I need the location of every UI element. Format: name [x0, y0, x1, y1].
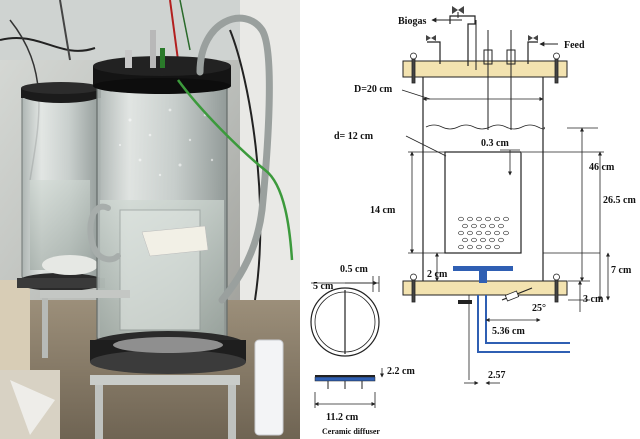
feed-pipes: [477, 295, 570, 353]
feed-inlet: [527, 35, 558, 64]
label-height-2: 2 cm: [427, 269, 448, 280]
label-height-26-5: 26.5 cm: [603, 195, 636, 206]
rear-reactor: [17, 82, 105, 291]
front-reactor: [90, 56, 246, 374]
draft-tube: [444, 151, 522, 254]
label-biogas: Biogas: [398, 16, 426, 27]
label-diffuser-caption: Ceramic diffuser: [322, 427, 380, 436]
label-height-3: 3 cm: [583, 294, 604, 305]
label-angle: 25°: [532, 303, 546, 314]
base-plate: [458, 300, 472, 304]
reactor-photo: [0, 0, 300, 439]
biogas-outlet: [426, 6, 476, 66]
label-gap: 0.3 cm: [481, 138, 509, 149]
label-width-5-36: 5.36 cm: [492, 326, 525, 337]
gas-nozzle-plate: [453, 266, 513, 271]
top-flange: [402, 60, 568, 78]
label-width-2-57: 2.57: [488, 370, 506, 381]
label-diffuser-11-2: 11.2 cm: [326, 412, 359, 423]
label-height-7: 7 cm: [611, 265, 632, 276]
ceramic-diffuser-inset: [310, 276, 384, 408]
label-outer-diameter: D=20 cm: [354, 84, 393, 95]
label-inner-diameter: d= 12 cm: [334, 131, 374, 142]
label-diffuser-2-2: 2.2 cm: [387, 366, 415, 377]
drain-valve: [501, 287, 533, 302]
reactor-schematic: Biogas Feed D=20 cm d= 12 cm 0.3 cm 46 c…: [310, 6, 636, 436]
lid-rods: [475, 20, 516, 130]
label-height-14: 14 cm: [370, 205, 396, 216]
label-feed: Feed: [564, 40, 585, 51]
diffuser-holes: [458, 216, 509, 250]
label-diffuser-0-5: 0.5 cm: [340, 264, 368, 275]
label-diffuser-5: 5 cm: [313, 281, 334, 292]
label-height-46: 46 cm: [589, 162, 615, 173]
liquid-level: [425, 124, 545, 130]
bottom-flange: [402, 280, 568, 296]
flange-bolts: [410, 52, 560, 303]
